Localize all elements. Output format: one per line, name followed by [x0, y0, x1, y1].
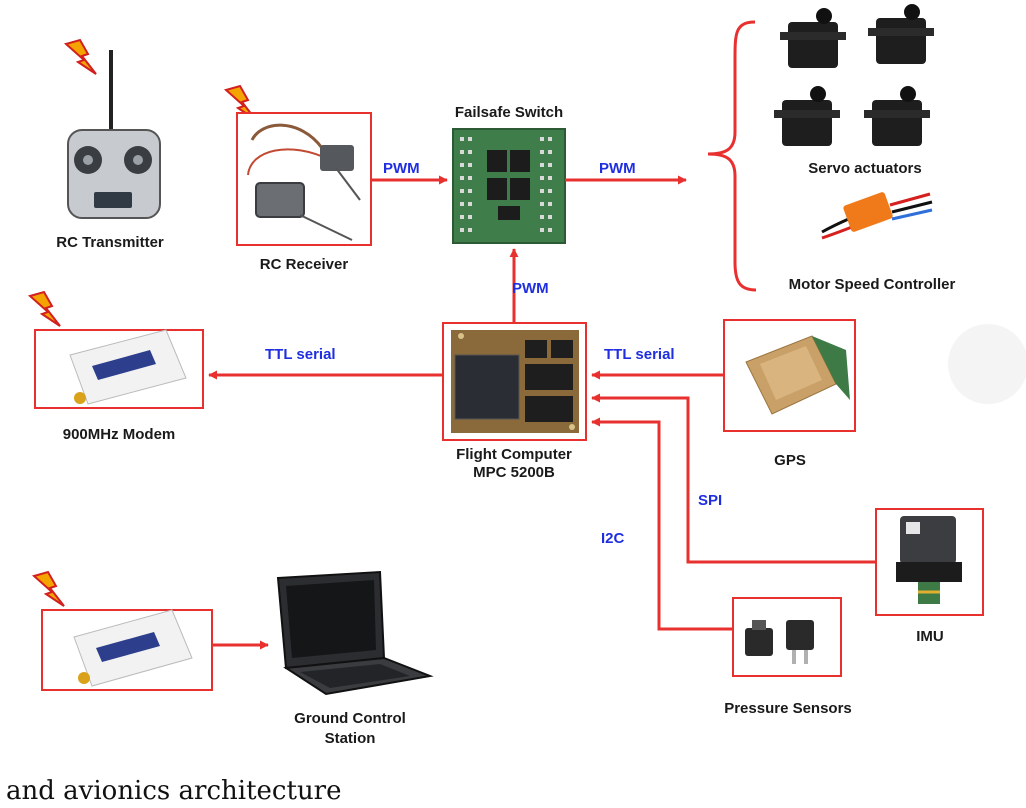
signal-label-spi: SPI [698, 492, 723, 509]
servo-actuator-icon [868, 4, 934, 64]
modem-icon [69, 329, 187, 405]
signal-label-i2c: I2C [601, 530, 625, 547]
pressure-sensors-label: Pressure Sensors [724, 700, 852, 717]
signal-label-pwm: PWM [599, 160, 636, 177]
rc-transmitter-label: RC Transmitter [56, 234, 164, 251]
gps-label: GPS [774, 452, 806, 469]
wireless-bolt-icon [31, 570, 65, 607]
actuator-bracket [707, 20, 757, 292]
imu-label: IMU [916, 628, 944, 645]
ground-station-label-line1: Ground Control [294, 710, 406, 727]
signal-label-pwm: PWM [383, 160, 420, 177]
figure-caption-fragment: and avionics architecture [6, 776, 342, 806]
background-blob [948, 324, 1026, 404]
motor-speed-controller-icon [821, 192, 933, 240]
pressure-sensors-icon [745, 620, 814, 664]
flight-computer-board [451, 330, 579, 433]
connector-imu-to-computer [591, 393, 876, 564]
failsafe-switch-label: Failsafe Switch [454, 104, 564, 121]
servo-actuator-icon [774, 86, 840, 146]
modem-label: 900MHz Modem [62, 426, 176, 443]
imu-icon [896, 516, 962, 604]
servo-actuator-icon [864, 86, 930, 146]
rc-receiver-label: RC Receiver [259, 256, 349, 273]
signal-label-pwm: PWM [512, 280, 549, 297]
motor-speed-controller-label: Motor Speed Controller [788, 276, 956, 293]
laptop-icon [276, 570, 434, 696]
wireless-bolt-icon [223, 84, 257, 121]
servo-actuators-label: Servo actuators [808, 160, 922, 177]
connector-pressure-to-computer [591, 417, 733, 631]
wireless-bolt-icon [63, 38, 97, 75]
failsafe-switch-board [452, 128, 566, 244]
rc-receiver-icon [247, 123, 361, 241]
ground-station-label-line2: Station [324, 730, 376, 747]
ground-modem-icon [73, 609, 193, 687]
flight-computer-label-line1: Flight Computer [456, 446, 572, 463]
signal-label-ttl-serial: TTL serial [604, 346, 675, 363]
rc-receiver-box [236, 112, 372, 246]
flight-computer-label-line2: MPC 5200B [473, 464, 555, 481]
wireless-bolt-icon [27, 290, 61, 327]
servo-actuator-icon [780, 8, 846, 68]
signal-label-ttl-serial: TTL serial [265, 346, 336, 363]
rc-transmitter-icon [67, 50, 161, 219]
gps-icon [745, 335, 850, 415]
